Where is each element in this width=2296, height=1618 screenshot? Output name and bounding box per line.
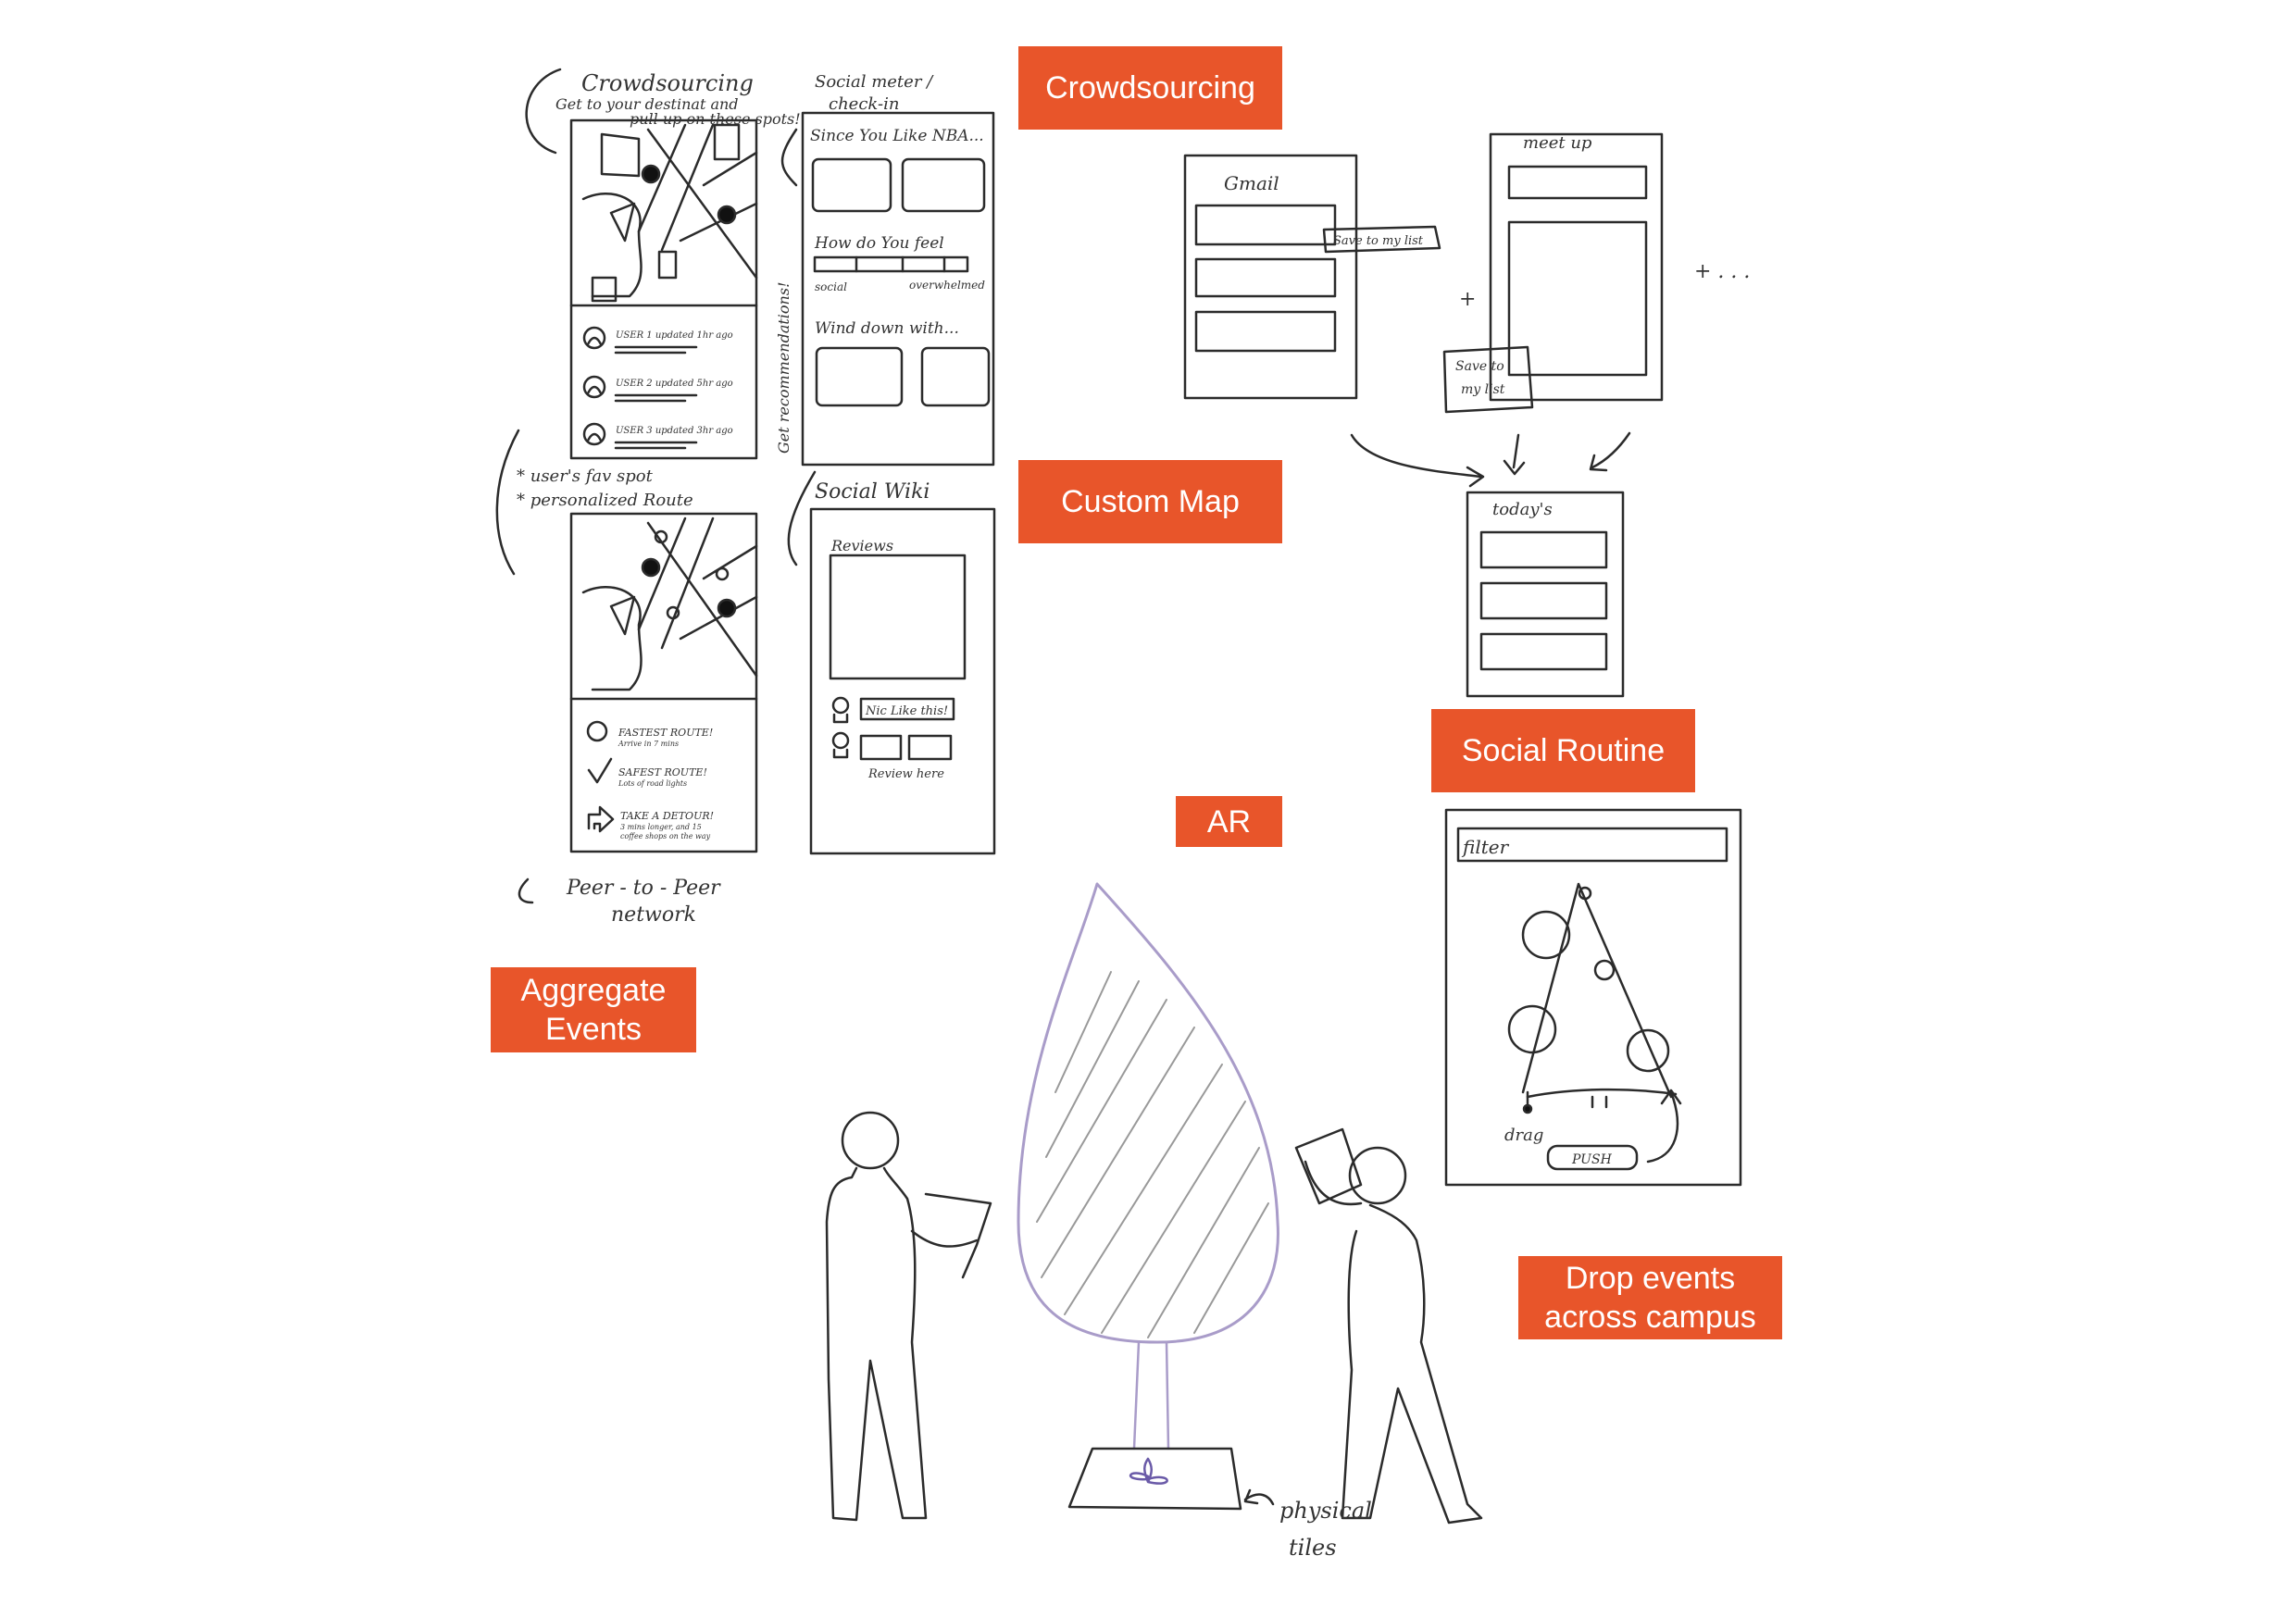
note-get-recs: Get recommendations! [775,282,792,454]
label-custom-map: Custom Map [1018,460,1282,543]
note-crowd-sub1: Get to your destinat and [555,95,739,113]
arrows-to-todays [1350,431,1631,488]
phone-crowdsourcing [525,68,758,460]
note-fav-spot: * user's fav spot [517,467,654,486]
label-ar: AR [1176,796,1282,847]
note-network: network [611,903,696,927]
note-crowdsourcing: Crowdsourcing [581,70,754,96]
note-save-to: Save to [1455,359,1504,374]
note-check-in: check-in [829,94,899,114]
note-since-you-like: Since You Like NBA... [810,127,984,145]
note-tiles: tiles [1289,1535,1337,1561]
note-fastest-sub: Arrive in 7 mins [618,740,679,748]
note-fastest: FASTEST ROUTE! [618,727,713,739]
note-todays: today's [1492,500,1553,519]
note-gmail: Gmail [1224,172,1279,194]
note-user3: USER 3 updated 3hr ago [616,426,733,436]
note-physical: physical [1279,1498,1372,1524]
note-user2: USER 2 updated 5hr ago [616,379,733,389]
note-meet-up: meet up [1523,133,1592,153]
note-review-here: Review here [867,767,944,781]
note-user1: USER 1 updated 1hr ago [616,330,733,341]
note-push: PUSH [1571,1152,1613,1167]
note-plus: + [1459,288,1476,311]
phone-todays [1466,491,1625,698]
handwritten-notes: Crowdsourcing Get to your destinat and p… [517,70,1750,1561]
note-route: * personalized Route [517,491,693,510]
phone-social-wiki [787,470,996,855]
note-wind-down: Wind down with... [815,319,959,338]
note-social-meter: Social meter / [815,72,934,92]
note-save-list1: Save to my list [1333,234,1424,248]
note-social: social [815,280,847,293]
person-left [825,1111,992,1522]
note-social-wiki: Social Wiki [815,480,930,504]
note-nic-like: Nic Like this! [865,704,948,718]
note-plus-more: + . . . [1694,260,1750,283]
note-detour: TAKE A DETOUR! [620,810,714,822]
label-aggregate-events: Aggregate Events [491,967,696,1052]
person-right [1294,1127,1483,1525]
note-safest-sub: Lots of road lights [618,779,687,788]
note-crowd-sub2: pull up on these spots! [630,110,801,128]
ar-droplet [1017,882,1279,1511]
note-filter: filter [1461,836,1510,858]
label-drop-events: Drop events across campus [1518,1256,1782,1339]
note-peer: Peer - to - Peer [566,877,721,900]
note-overwhelmed: overwhelmed [909,279,985,292]
phone-meet-up [1442,132,1664,414]
phone-custom-map [495,429,758,853]
note-my-list: my list [1461,382,1505,397]
phone-filter [1444,808,1742,1187]
note-safest: SAFEST ROUTE! [618,766,707,778]
note-how-feel: How do You feel [814,234,944,253]
note-reviews: Reviews [830,537,893,554]
note-drag: drag [1504,1126,1543,1145]
note-detour-sub1: 3 mins longer, and 15 [620,823,702,831]
phone-gmail [1183,154,1441,400]
label-social-routine: Social Routine [1431,709,1695,792]
label-crowdsourcing: Crowdsourcing [1018,46,1282,130]
phone-social-meter [780,111,995,467]
note-detour-sub2: coffee shops on the way [620,832,711,840]
